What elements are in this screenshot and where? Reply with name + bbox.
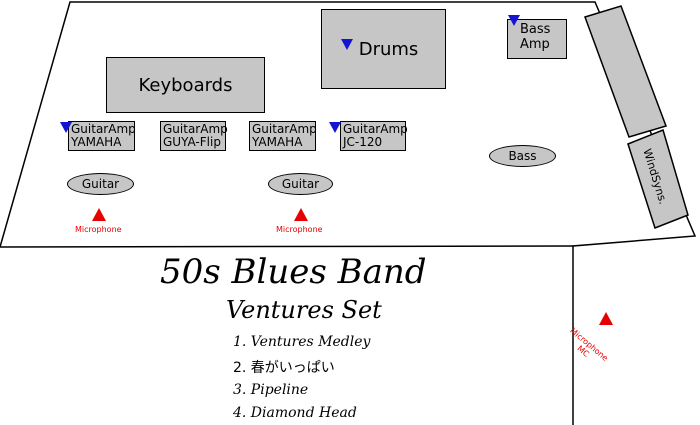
microphone-left-label: Microphone	[75, 225, 122, 234]
guitar-left-position: Guitar	[67, 173, 134, 195]
amp-2-line1: GuitarAmp	[163, 122, 228, 136]
bass-amp-line1: Bass	[520, 22, 551, 37]
microphone-left-marker	[92, 208, 106, 221]
drums-label: Drums	[358, 38, 419, 60]
amp-4-line2: JC-120	[343, 135, 383, 149]
monitor-marker-amp-4	[329, 122, 341, 133]
bass-amp-line2: Amp	[520, 37, 550, 52]
amp-1-line1: GuitarAmp	[71, 122, 136, 136]
song-4: 4. Diamond Head	[233, 405, 357, 421]
band-title: 50s Blues Band	[160, 252, 427, 292]
keyboards-box: Keyboards	[106, 57, 265, 113]
monitor-marker-drums	[341, 39, 353, 50]
guitar-amp-2: GuitarAmp GUYA-Flip	[160, 121, 228, 151]
windsyns-box	[627, 128, 689, 229]
amp-4-line1: GuitarAmp	[343, 122, 408, 136]
amp-3-line1: GuitarAmp	[252, 122, 317, 136]
set-title: Ventures Set	[226, 296, 382, 324]
amp-3-line2: YAMAHA	[252, 135, 303, 149]
microphone-mc-marker	[599, 312, 613, 325]
stage-front-edge	[0, 245, 574, 248]
guitar-amp-1: GuitarAmp YAMAHA	[68, 121, 136, 151]
bass-label: Bass	[508, 149, 537, 163]
guitar-amp-3: GuitarAmp YAMAHA	[249, 121, 317, 151]
amp-1-line2: YAMAHA	[71, 135, 122, 149]
monitor-marker-amp-1	[60, 122, 72, 133]
amp-2-line2: GUYA-Flip	[163, 135, 221, 149]
song-1: 1. Ventures Medley	[233, 334, 371, 350]
keyboards-label: Keyboards	[138, 74, 233, 96]
guitar-amp-4: GuitarAmp JC-120	[340, 121, 408, 151]
riser-box	[584, 5, 667, 138]
guitar-center-label: Guitar	[281, 177, 320, 191]
microphone-center-marker	[294, 208, 308, 221]
bass-position: Bass	[489, 145, 556, 167]
guitar-left-label: Guitar	[81, 177, 120, 191]
microphone-center-label: Microphone	[276, 225, 323, 234]
song-2: 2. 春がいっぱい	[233, 360, 335, 376]
monitor-marker-bass-amp	[508, 15, 520, 26]
guitar-center-position: Guitar	[268, 173, 333, 195]
song-3: 3. Pipeline	[233, 382, 309, 398]
bass-amp-box: Bass Amp	[507, 19, 567, 59]
